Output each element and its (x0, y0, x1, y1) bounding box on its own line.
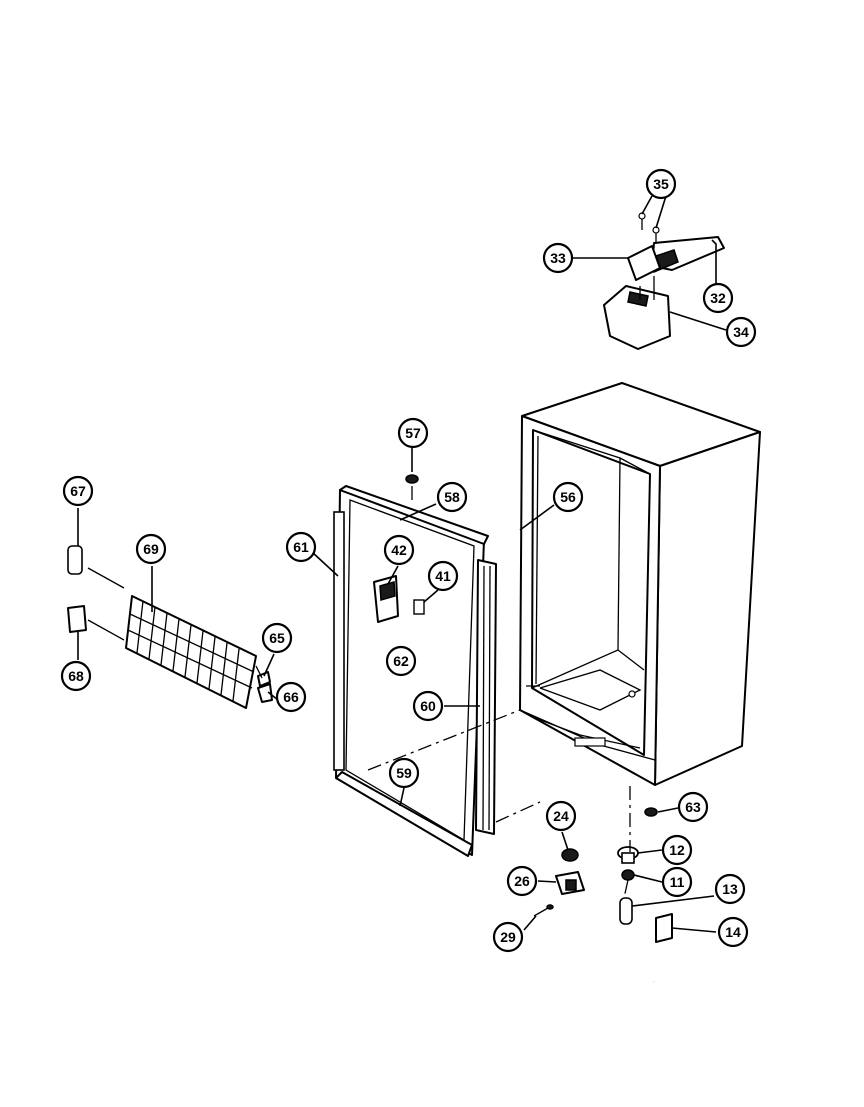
callout-57: 57 (397, 417, 429, 449)
callout-label-65: 65 (269, 630, 285, 646)
callout-label-29: 29 (500, 929, 516, 945)
callout-label-41: 41 (435, 568, 451, 584)
callout-label-26: 26 (514, 873, 530, 889)
callout-label-66: 66 (283, 689, 299, 705)
callout-66: 66 (275, 681, 307, 713)
callout-label-32: 32 (710, 290, 726, 306)
callout-56: 56 (552, 481, 584, 513)
callout-label-34: 34 (733, 324, 749, 340)
leader-lines (77, 195, 727, 933)
callout-label-61: 61 (293, 539, 309, 555)
lower-hardware (533, 807, 673, 984)
callout-14: 14 (717, 916, 749, 948)
hinge-assembly (603, 212, 725, 350)
callout-63: 63 (677, 791, 709, 823)
callout-label-12: 12 (669, 842, 685, 858)
callout-59: 59 (388, 757, 420, 789)
callout-label-56: 56 (560, 489, 576, 505)
callout-label-33: 33 (550, 250, 566, 266)
callout-65: 65 (261, 622, 293, 654)
callout-label-11: 11 (670, 874, 685, 890)
callout-62: 62 (385, 645, 417, 677)
callout-label-67: 67 (70, 483, 86, 499)
callout-label-59: 59 (396, 765, 412, 781)
callout-35: 35 (645, 168, 677, 200)
callout-67: 67 (62, 475, 94, 507)
callout-58: 58 (436, 481, 468, 513)
callout-label-57: 57 (405, 425, 421, 441)
callout-label-62: 62 (393, 653, 409, 669)
callout-68: 68 (60, 660, 92, 692)
callout-41: 41 (427, 560, 459, 592)
callout-33: 33 (542, 242, 574, 274)
callout-26: 26 (506, 865, 538, 897)
callout-label-13: 13 (722, 881, 738, 897)
callout-label-35: 35 (653, 176, 669, 192)
callout-29: 29 (492, 921, 524, 953)
callout-label-68: 68 (68, 668, 84, 684)
callout-42: 42 (383, 534, 415, 566)
callout-12: 12 (661, 834, 693, 866)
callout-label-63: 63 (685, 799, 701, 815)
callout-24: 24 (545, 800, 577, 832)
callout-label-24: 24 (553, 808, 569, 824)
callout-label-69: 69 (143, 541, 159, 557)
toe-grille (67, 545, 273, 709)
callout-34: 34 (725, 316, 757, 348)
callout-69: 69 (135, 533, 167, 565)
callout-60: 60 (412, 690, 444, 722)
callout-label-42: 42 (391, 542, 407, 558)
callout-32: 32 (702, 282, 734, 314)
callout-label-58: 58 (444, 489, 460, 505)
callout-11: 11 (661, 866, 693, 898)
alignment-lines (255, 486, 631, 899)
callout-61: 61 (285, 531, 317, 563)
callout-13: 13 (714, 873, 746, 905)
cabinet-body (519, 382, 761, 786)
callout-label-14: 14 (725, 924, 741, 940)
callout-label-60: 60 (420, 698, 436, 714)
